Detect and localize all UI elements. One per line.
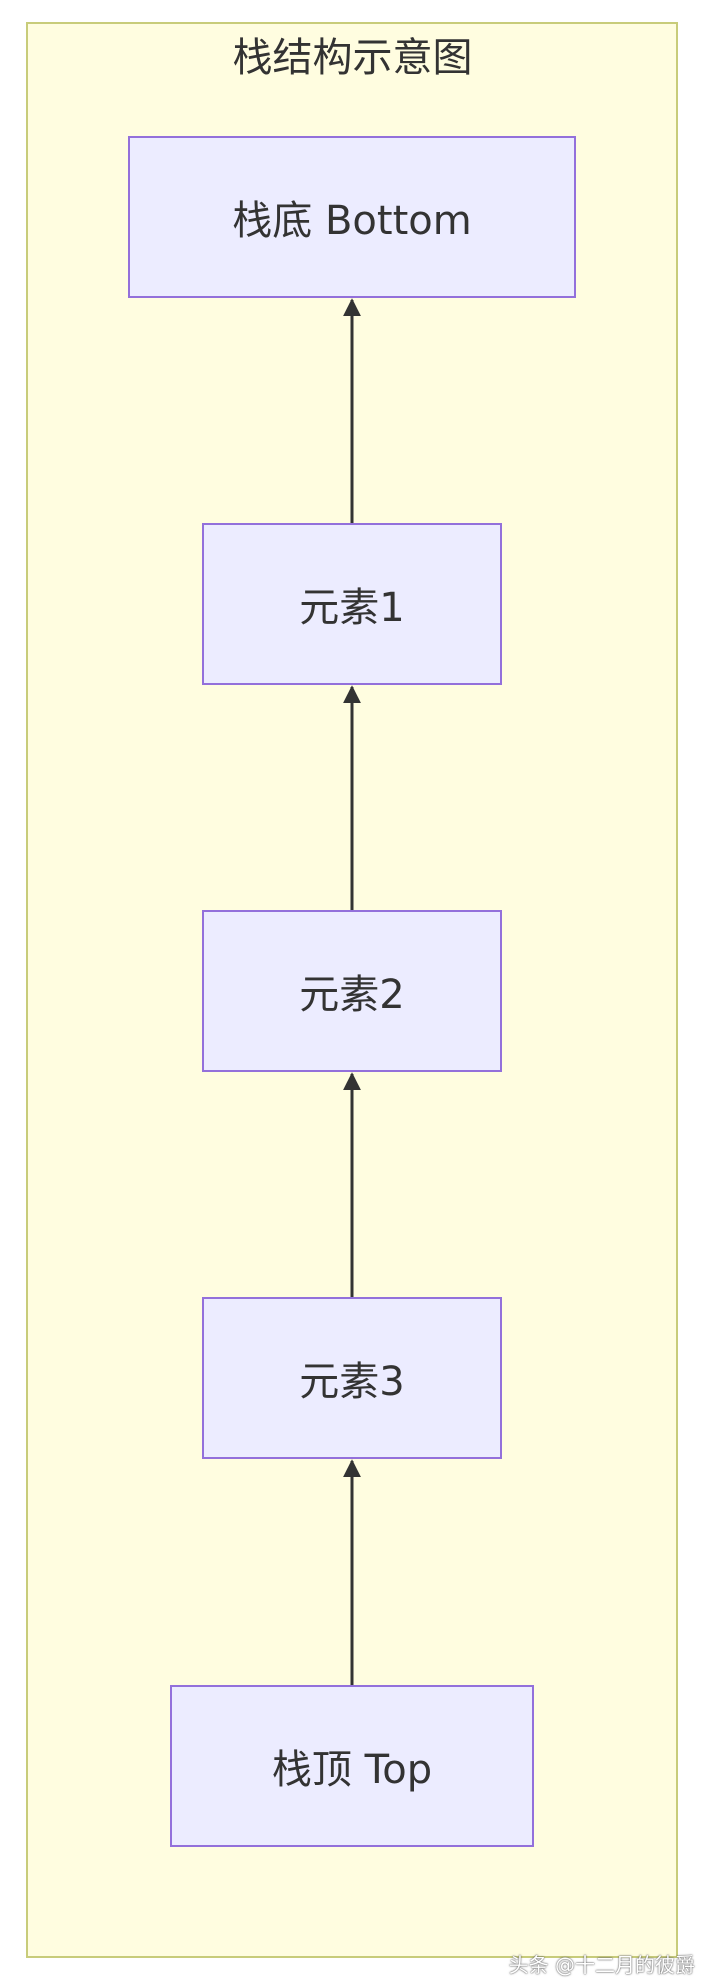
node-element-2: 元素2 [202, 910, 502, 1072]
node-element-1-label: 元素1 [299, 585, 405, 631]
node-stack-top: 栈顶 Top [170, 1685, 534, 1847]
node-element-2-label: 元素2 [299, 972, 405, 1018]
watermark: 头条 @十二月的彼爵 [508, 1953, 695, 1977]
node-stack-bottom-label: 栈底 Bottom [232, 198, 472, 244]
diagram-title: 栈结构示意图 [232, 35, 473, 81]
node-stack-bottom: 栈底 Bottom [128, 136, 576, 298]
node-element-3: 元素3 [202, 1297, 502, 1459]
node-stack-top-label: 栈顶 Top [271, 1747, 433, 1793]
node-element-3-label: 元素3 [299, 1359, 405, 1405]
node-element-1: 元素1 [202, 523, 502, 685]
